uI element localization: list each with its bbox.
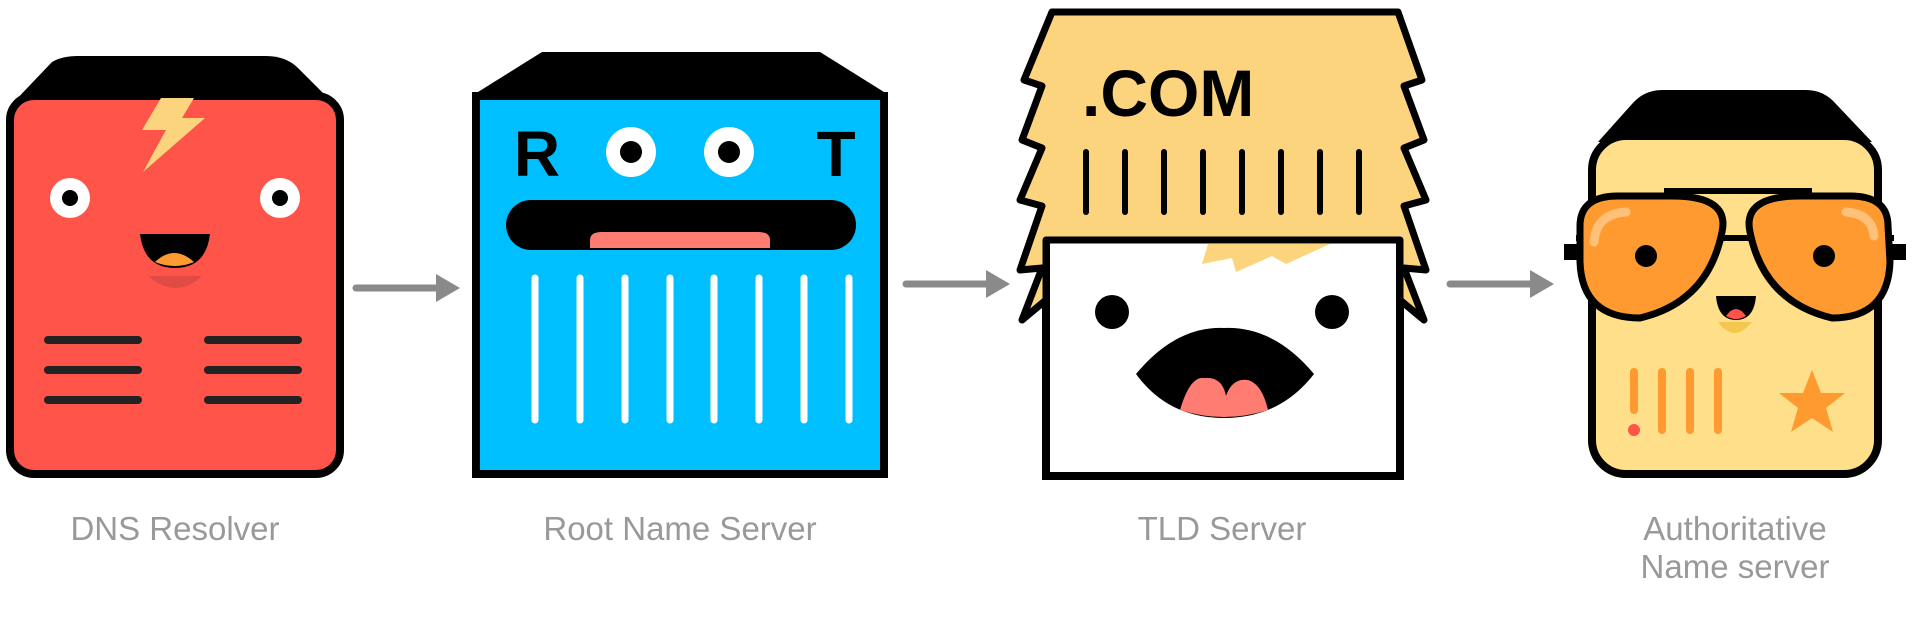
root-body [472,92,888,478]
resolver-vent-left [44,336,142,404]
auth-mouth [1716,296,1756,320]
root-name-server-label: Root Name Server [543,510,817,547]
authoritative-name-server-label: Authoritative Name server [1640,510,1830,585]
tld-domain-label: .COM [1082,56,1254,130]
root-top-cap [478,52,884,92]
tld-bangs [1202,244,1330,272]
authoritative-name-server [1564,90,1906,478]
arrow-right-icon [902,270,1010,298]
resolver-eye-right [260,178,300,218]
star-icon [1779,370,1845,432]
tld-hair [1016,8,1430,324]
auth-vents [1630,368,1722,434]
tld-mouth [1136,327,1314,418]
resolver-eye-left [50,178,90,218]
resolver-mouth [140,234,210,268]
root-letter-t: T [816,118,855,190]
dns-resolver-label: DNS Resolver [70,510,280,547]
tld-vents [1083,149,1362,215]
lightning-bolt-icon [142,98,205,172]
arrow-right-icon [352,274,460,302]
resolver-tongue [155,253,194,266]
tld-eye-right [1315,295,1349,329]
auth-vent-dot [1628,424,1640,436]
root-eye-right [704,127,754,177]
root-letter-r: R [514,118,560,190]
auth-chin [1718,322,1752,333]
auth-tongue [1726,309,1746,319]
tld-server: .COM [1016,8,1430,480]
resolver-chin-shadow [148,276,202,288]
sunglasses-icon [1564,192,1906,322]
root-vents [531,274,853,424]
tld-server-label: TLD Server [1137,510,1307,547]
root-eye-left [606,127,656,177]
root-tongue [590,232,770,248]
auth-top-cap [1598,90,1872,142]
root-name-server: R T [472,52,888,478]
dns-resolver-server [6,56,344,478]
tld-tongue [1180,377,1268,417]
tld-eye-left [1095,295,1129,329]
arrow-right-icon [1446,270,1554,298]
resolver-vent-right [204,336,302,404]
